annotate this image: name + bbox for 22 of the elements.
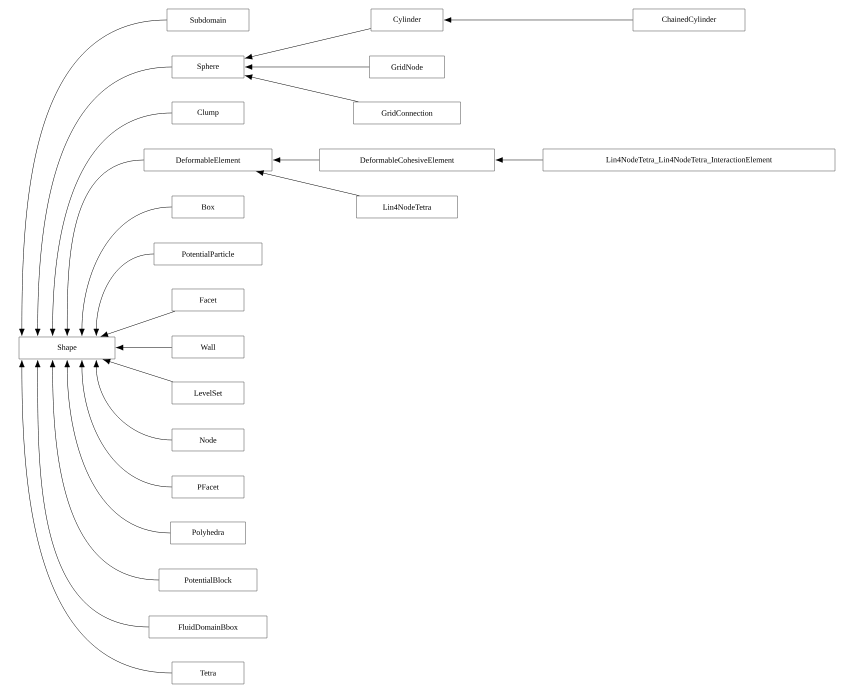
inheritance-arrow: [94, 360, 172, 440]
inheritance-arrow: [64, 360, 170, 534]
inheritance-arrow: [273, 157, 320, 163]
inheritance-arrow: [94, 254, 154, 336]
inheritance-arrow: [19, 360, 172, 674]
inheritance-arrow: [245, 74, 359, 102]
inheritance-arrow: [34, 360, 149, 628]
inheritance-arrow: [245, 28, 371, 60]
inheritance-arrow: [34, 66, 172, 336]
inheritance-arrow: [496, 157, 543, 163]
inheritance-arrow: [64, 160, 144, 336]
inheritance-arrow: [102, 358, 173, 382]
inheritance-arrow: [245, 64, 370, 70]
inheritance-arrow: [444, 17, 633, 23]
inheritance-arrow: [100, 310, 176, 337]
inheritance-arrow: [256, 170, 360, 196]
inheritance-arrow: [50, 112, 172, 336]
inheritance-arrow: [79, 206, 172, 336]
inheritance-arrow: [19, 20, 167, 336]
inheritance-arrow: [116, 344, 172, 350]
inheritance-arrow: [79, 360, 172, 488]
inheritance-arrow: [50, 360, 159, 580]
